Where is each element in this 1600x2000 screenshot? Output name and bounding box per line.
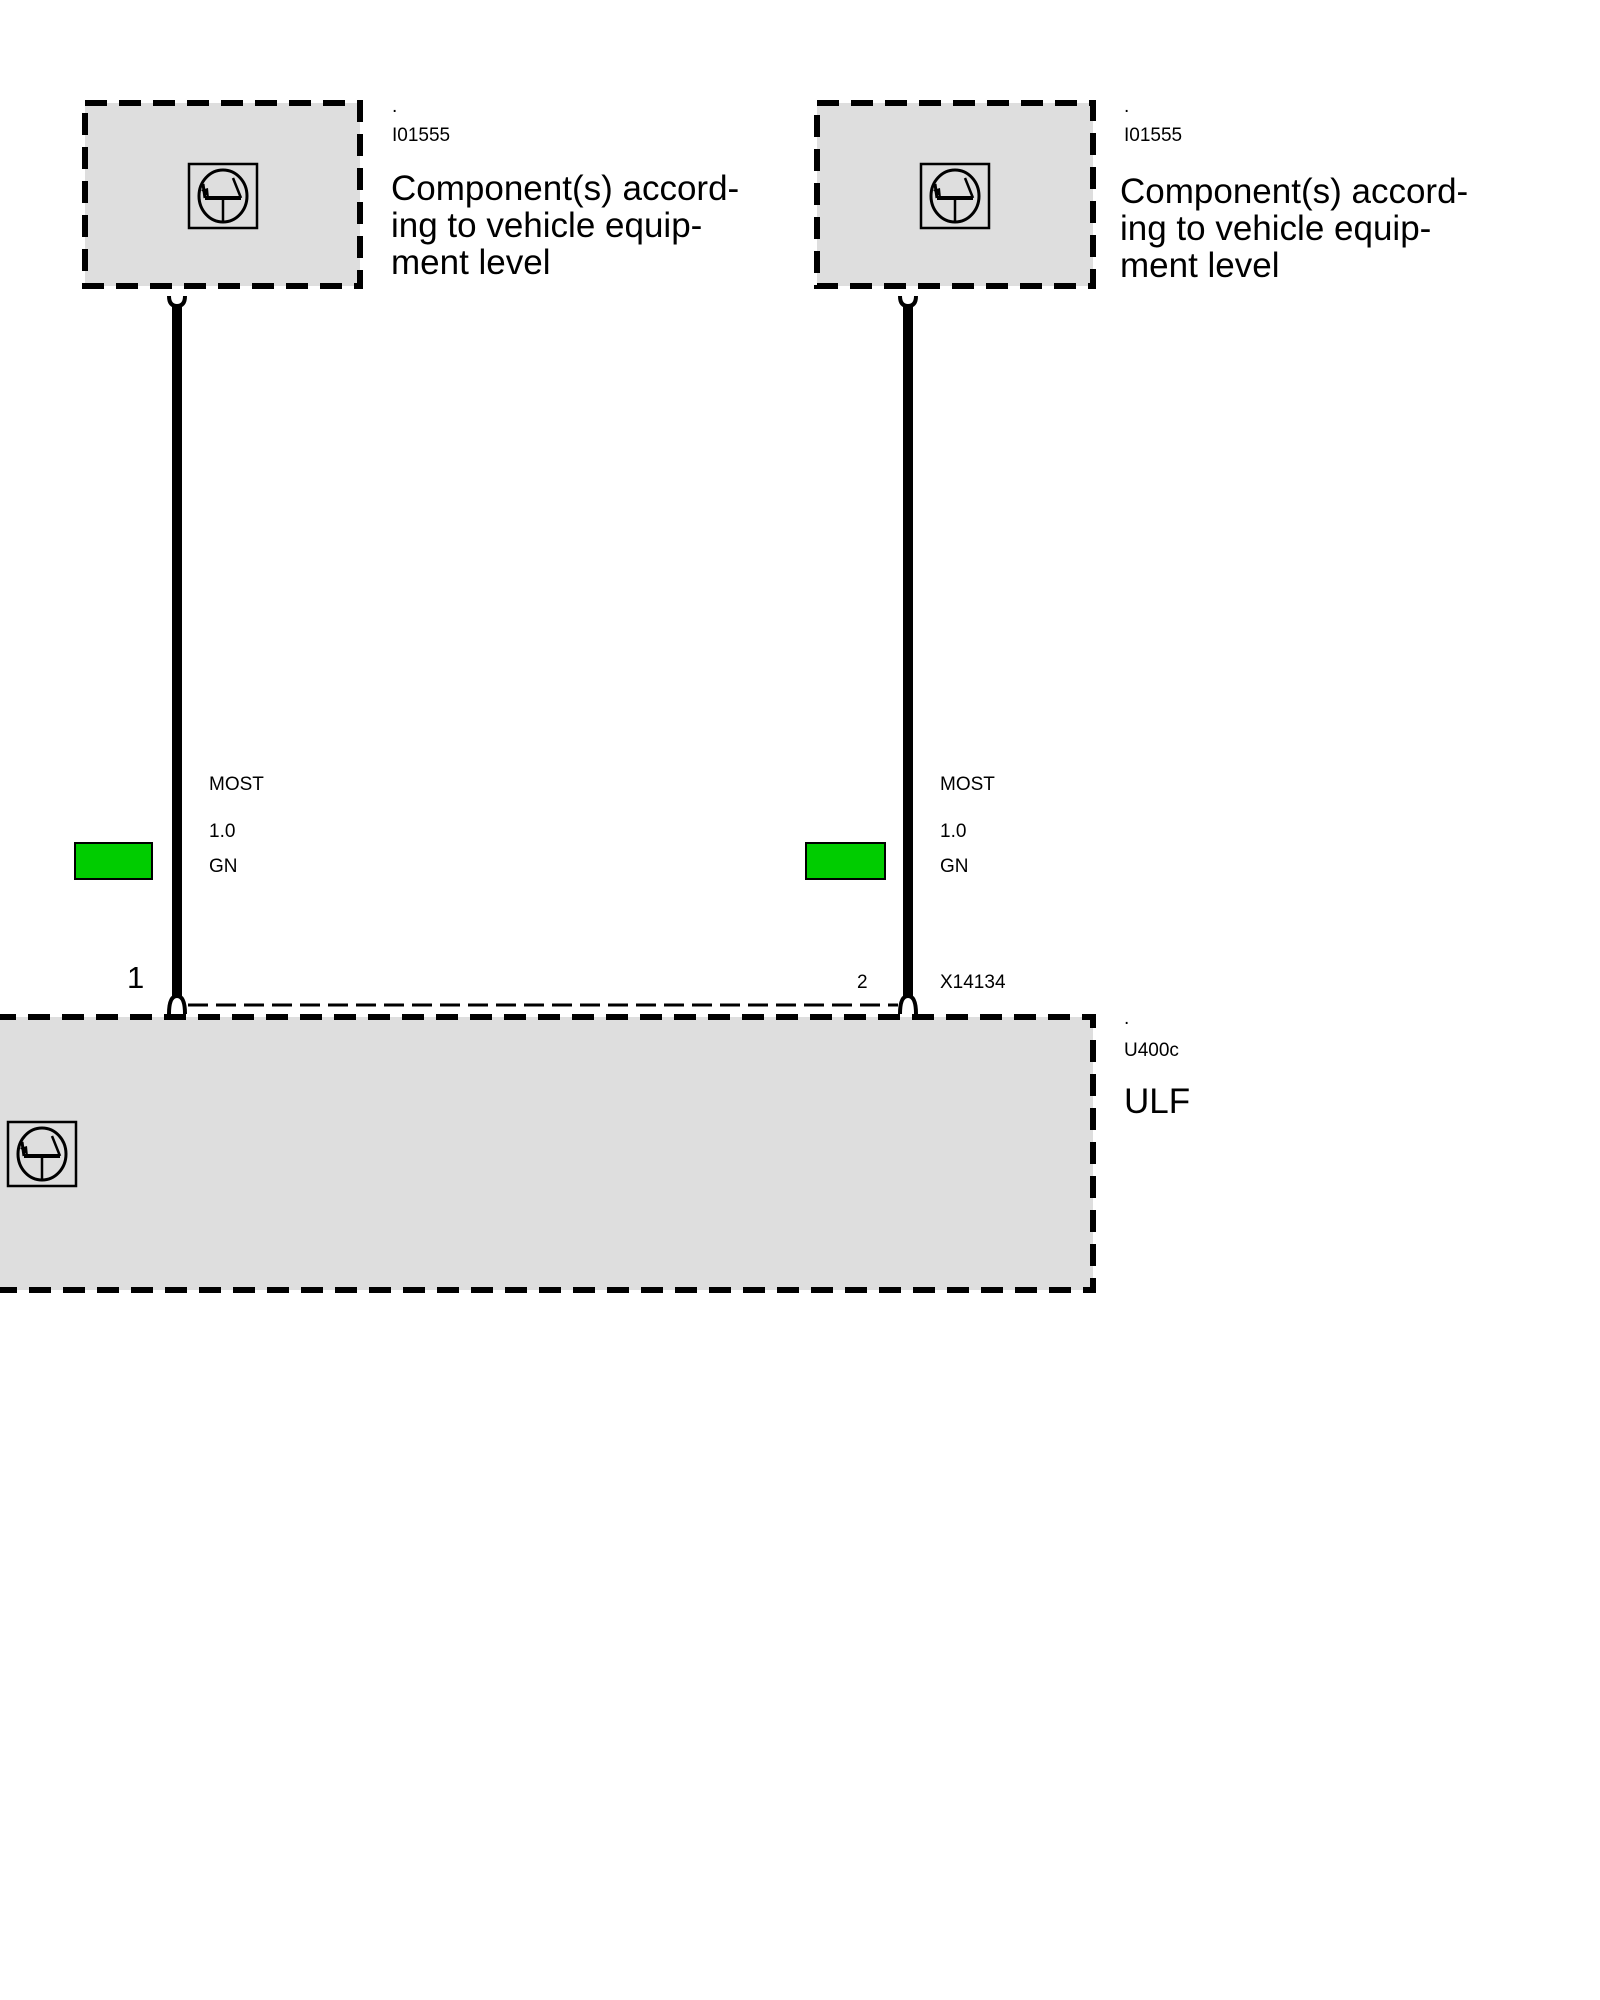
wire-color-label: GN: [940, 856, 969, 877]
component-description-line: ment level: [391, 243, 551, 282]
pin-number: 1: [127, 960, 144, 995]
component-description-line: ing to vehicle equip-: [1120, 209, 1431, 248]
wire-bus-label: MOST: [209, 774, 264, 795]
component-box-1[interactable]: [82, 100, 363, 289]
module-id: U400c: [1124, 1040, 1179, 1061]
component-box-2[interactable]: [814, 100, 1096, 289]
wire-bus-label: MOST: [940, 774, 995, 795]
module-dot: .: [1124, 1008, 1129, 1029]
wire-color-label: GN: [209, 856, 238, 877]
wire-color-swatch: [74, 842, 153, 880]
module-name: ULF: [1124, 1082, 1190, 1121]
wire-1[interactable]: [167, 295, 187, 1015]
component-description-line: ing to vehicle equip-: [391, 206, 702, 245]
connector-id: X14134: [940, 972, 1006, 993]
wire-size-label: 1.0: [940, 821, 966, 842]
component-description-line: Component(s) accord-: [1120, 172, 1468, 211]
component-dot: .: [1124, 96, 1129, 117]
pin-number: 2: [857, 972, 868, 993]
wire-size-label: 1.0: [209, 821, 235, 842]
component-description-line: ment level: [1120, 246, 1280, 285]
component-id: I01555: [1124, 125, 1182, 146]
component-id: I01555: [392, 125, 450, 146]
module-box[interactable]: [0, 1014, 1096, 1293]
wire-color-swatch: [805, 842, 886, 880]
component-description-line: Component(s) accord-: [391, 169, 739, 208]
wire-2[interactable]: [898, 295, 918, 1015]
component-dot: .: [392, 96, 397, 117]
